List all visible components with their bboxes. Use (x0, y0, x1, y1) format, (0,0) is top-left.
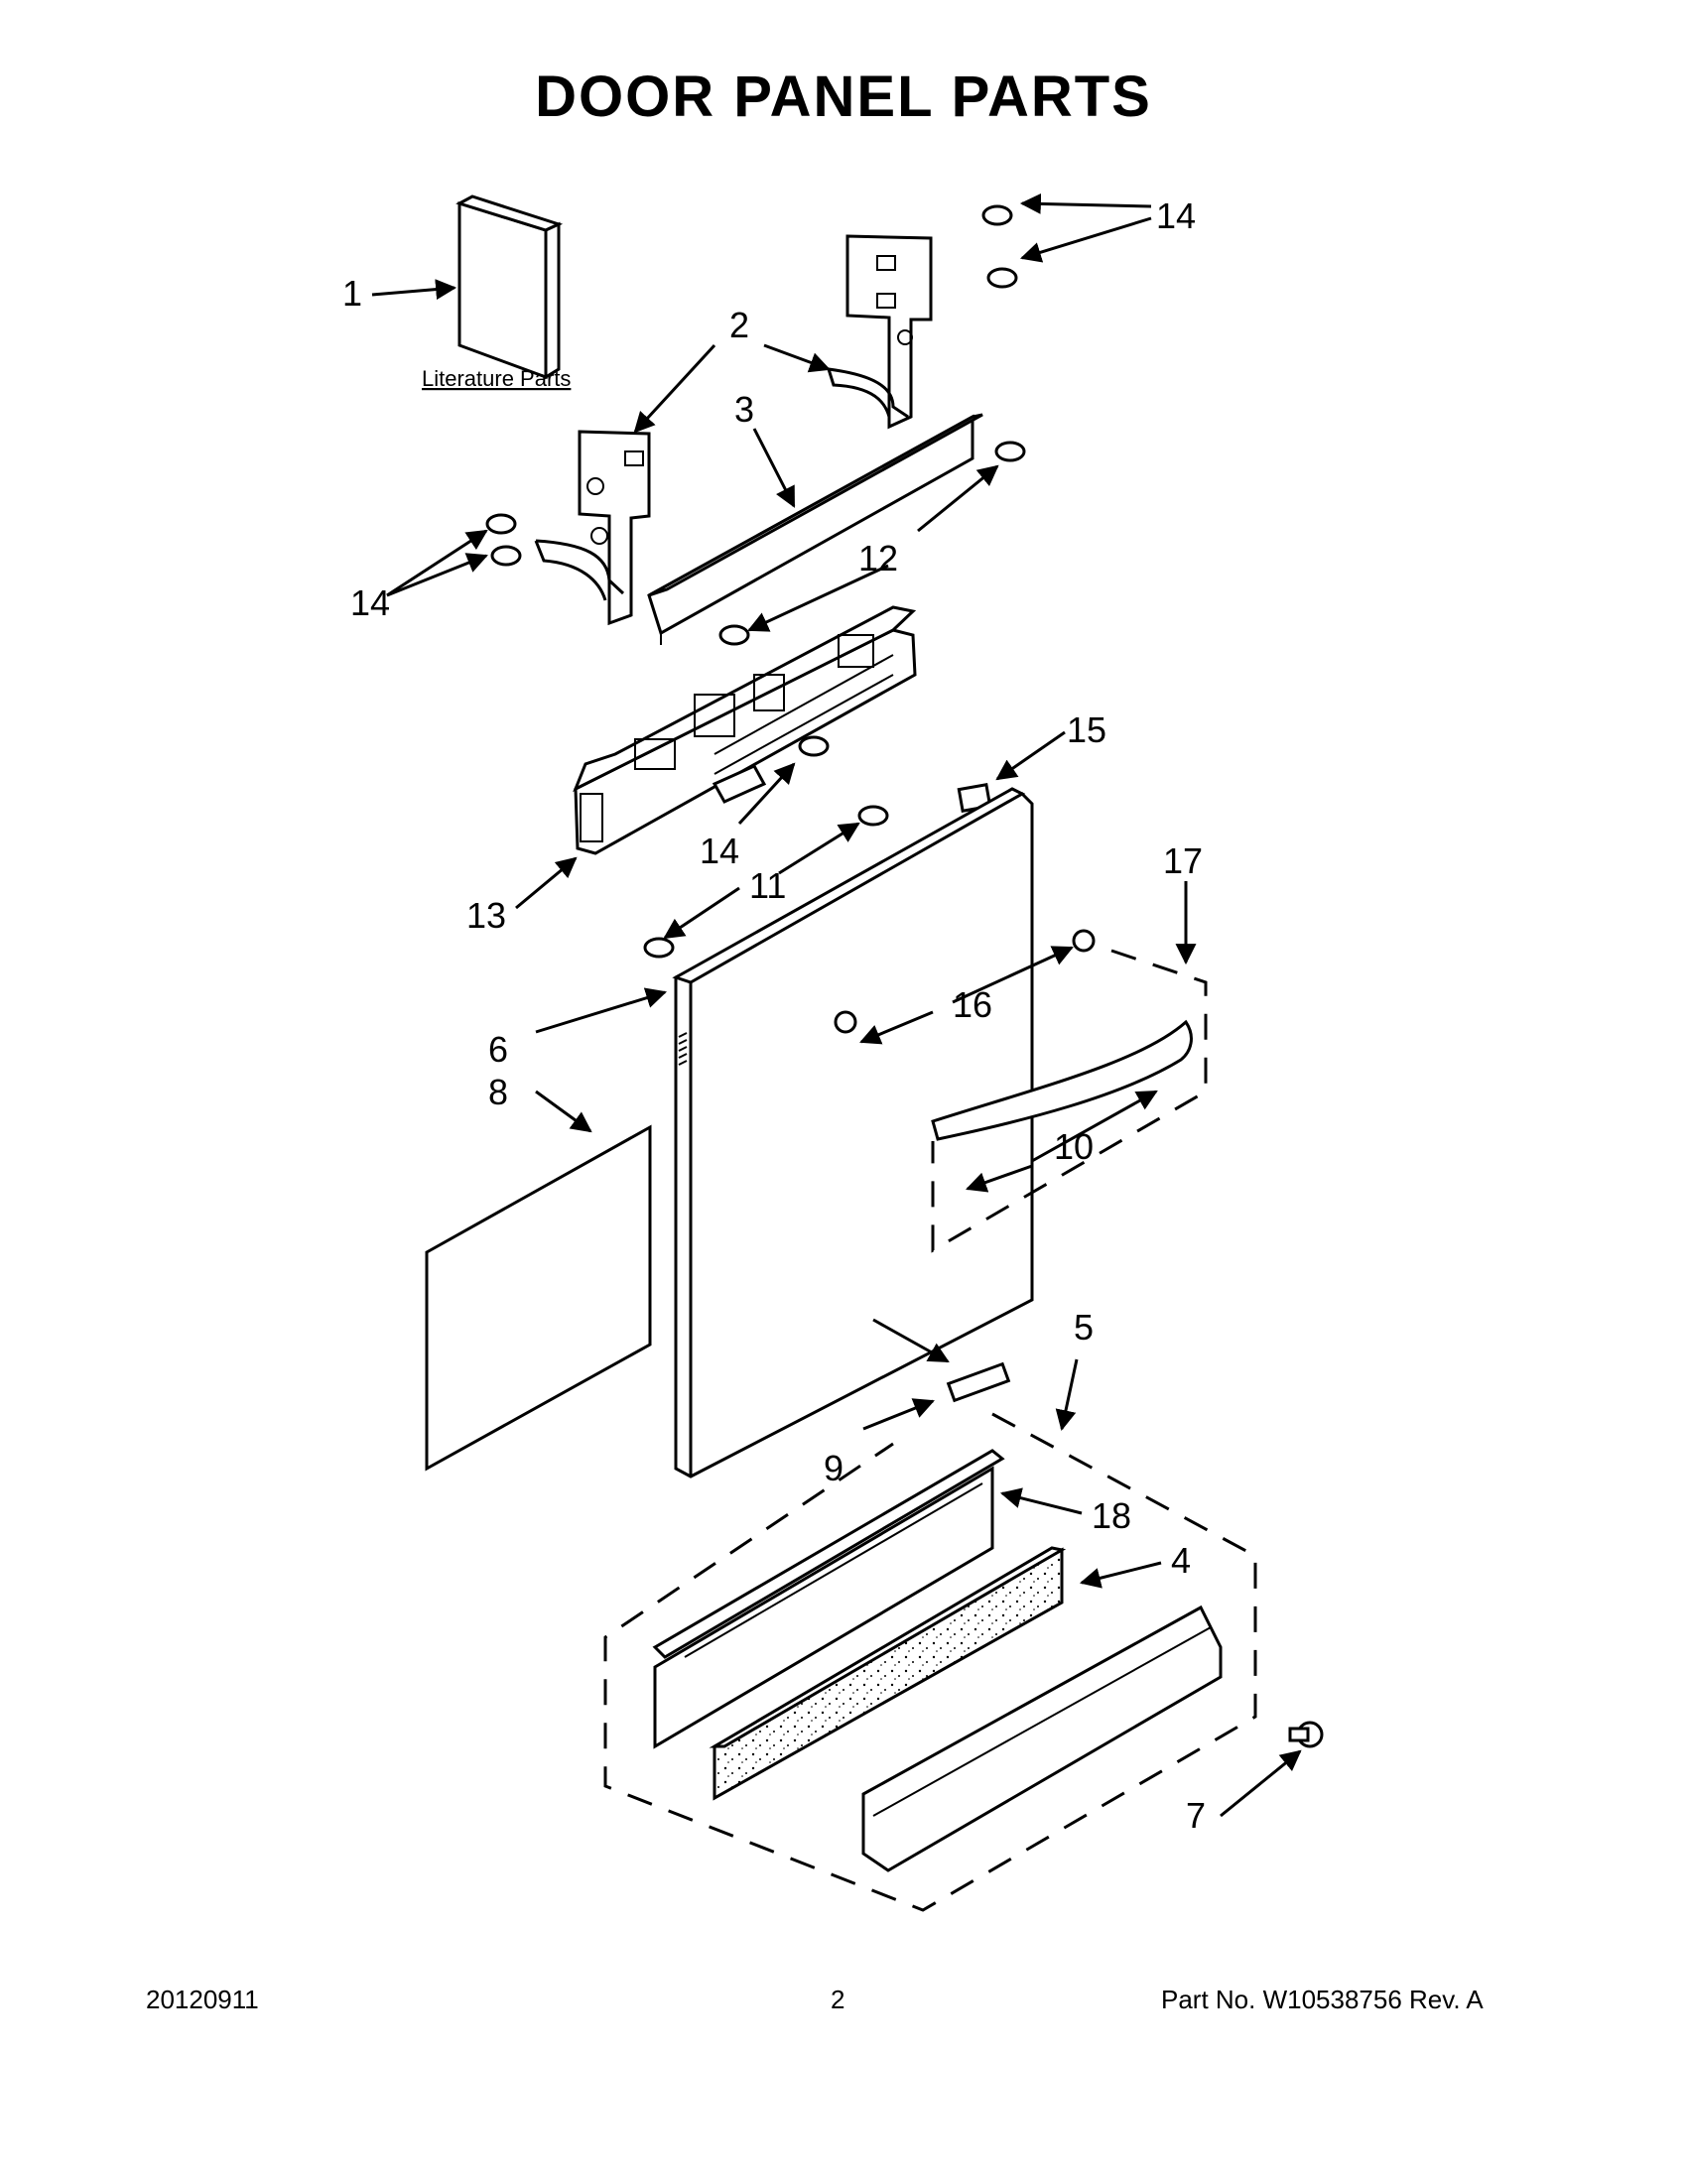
callout-5: 5 (1074, 1307, 1094, 1348)
vent-slots (678, 1032, 688, 1066)
control-assembly (573, 605, 917, 855)
callout-10: 10 (1054, 1126, 1094, 1167)
screws (485, 204, 1026, 959)
hinge-bracket-right (827, 234, 933, 430)
callout-3: 3 (734, 389, 754, 430)
toe-panel-screw (1288, 1721, 1324, 1748)
door-handle (834, 929, 1193, 1141)
callout-2: 2 (729, 305, 749, 345)
leader-lines (371, 193, 1302, 1818)
callout-17: 17 (1163, 840, 1203, 881)
callout-7: 7 (1186, 1795, 1206, 1836)
callout-8: 8 (488, 1072, 508, 1112)
footer-date: 20120911 (146, 1985, 259, 2014)
literature-booklet (455, 194, 564, 380)
callout-14-top: 14 (1156, 195, 1196, 236)
callout-15: 15 (1067, 709, 1106, 750)
toe-panel-dashed-box (603, 1412, 1257, 1912)
callout-18: 18 (1092, 1495, 1131, 1536)
callout-4: 4 (1171, 1540, 1191, 1581)
page-title: DOOR PANEL PARTS (535, 64, 1152, 129)
badge (946, 1361, 1011, 1403)
callout-6: 6 (488, 1029, 508, 1070)
lower-access-panel (652, 1449, 1005, 1749)
hinge-bracket-left (534, 430, 651, 626)
toe-panel (861, 1605, 1223, 1872)
foam-block (709, 1546, 1067, 1801)
insulation-sheet (425, 1124, 652, 1472)
literature-parts-label: Literature Parts (422, 366, 571, 391)
callout-9: 9 (824, 1448, 844, 1488)
callout-16: 16 (953, 984, 992, 1025)
callout-13: 13 (466, 895, 506, 936)
door-channel-strip (647, 413, 983, 645)
callout-12: 12 (858, 538, 898, 578)
footer-page-number: 2 (831, 1985, 845, 2014)
callout-14-middle: 14 (700, 831, 739, 871)
handle-dashed-box (931, 949, 1208, 1253)
callout-11: 11 (749, 865, 786, 906)
callout-1: 1 (342, 273, 362, 314)
footer-part-number: Part No. W10538756 Rev. A (1161, 1985, 1484, 2014)
outer-door-panel (672, 787, 1034, 1478)
callout-14-left: 14 (350, 582, 390, 623)
